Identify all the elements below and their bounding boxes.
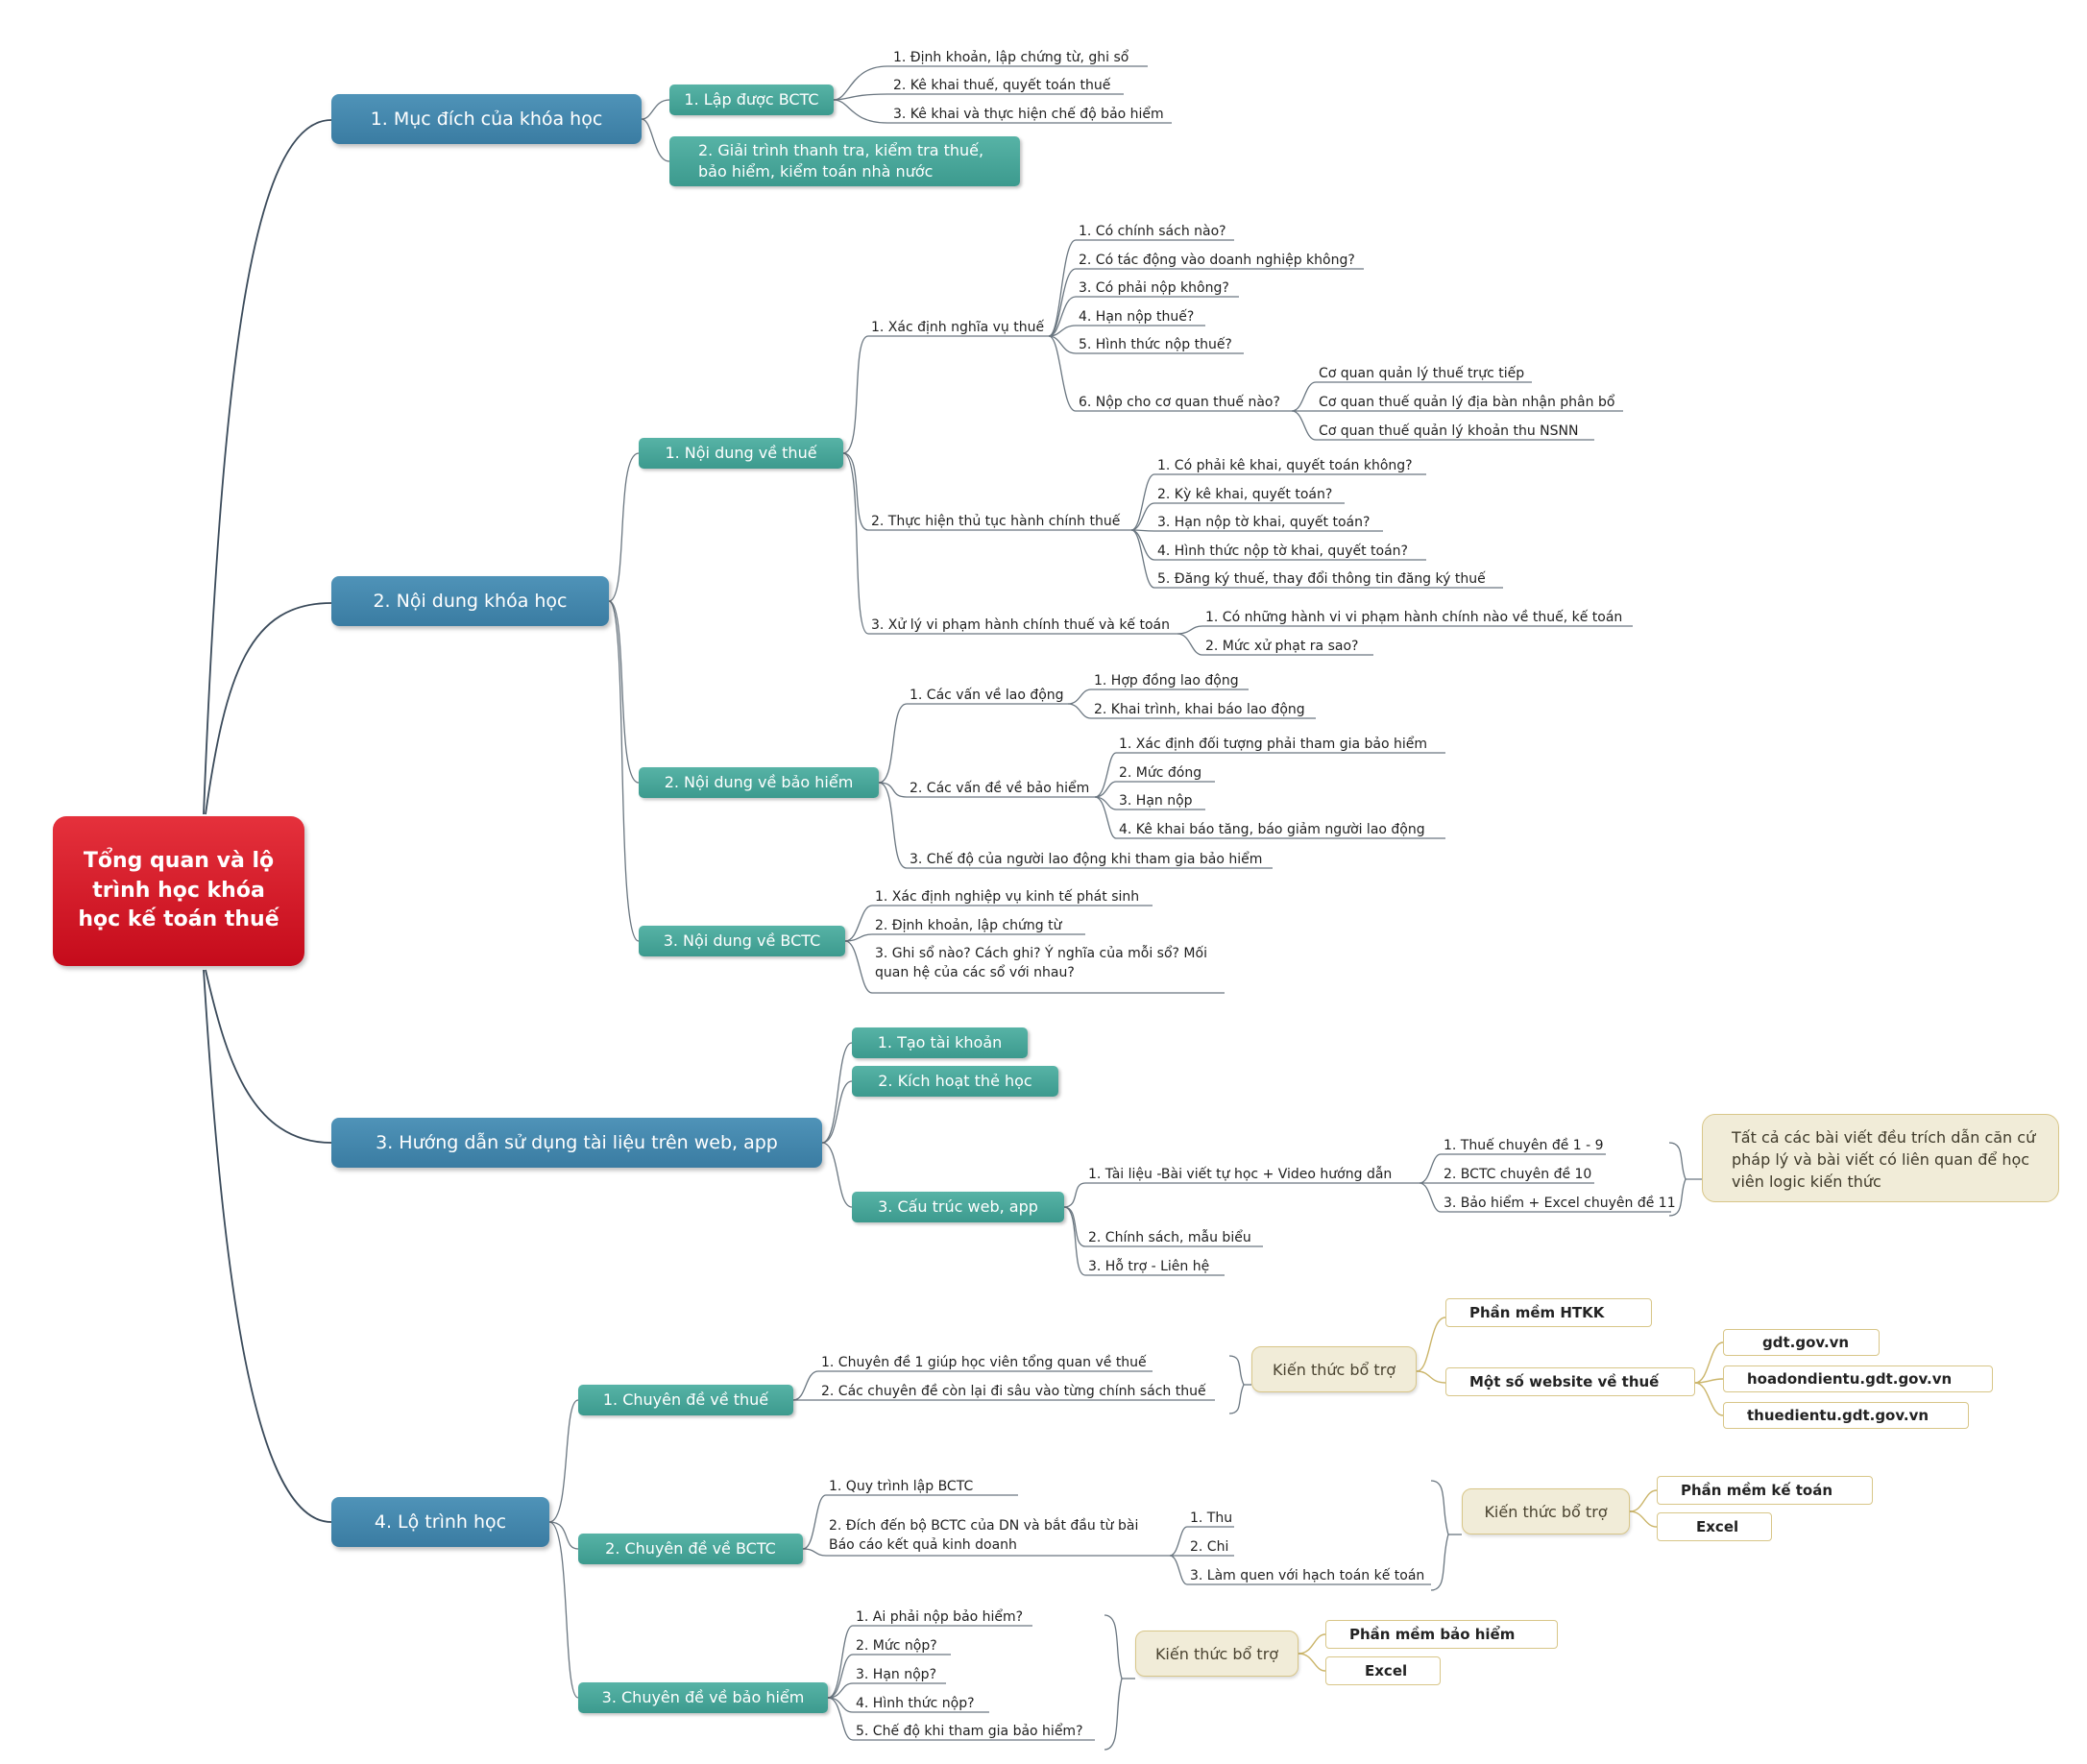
leaf-text: 1. Xác định đối tượng phải tham gia bảo … — [1119, 737, 1428, 752]
leaf-text: 1. Tài liệu -Bài viết tự học + Video hướ… — [1088, 1167, 1393, 1182]
leaf-text: 2. Mức đóng — [1119, 765, 1202, 781]
leaf-text: 2. Mức nộp? — [856, 1638, 937, 1654]
leaf-text: 2. Chi — [1190, 1539, 1229, 1555]
leaf-text: 1. Xác định nghiệp vụ kinh tế phát sinh — [875, 889, 1140, 905]
software-excel[interactable]: Excel — [1325, 1656, 1441, 1685]
leaf-text: 1. Thu — [1190, 1510, 1233, 1526]
topic-chuyen-de-bao-hiem[interactable]: 3. Chuyên đề về bảo hiểm — [578, 1682, 828, 1713]
leaf-text: 1. Định khoản, lập chứng từ, ghi sổ — [893, 50, 1129, 65]
software-htkk[interactable]: Phần mềm HTKK — [1445, 1298, 1652, 1327]
leaf-text: 1. Có chính sách nào? — [1079, 224, 1226, 239]
topic-chuyen-de-thue[interactable]: 1. Chuyên đề về thuế — [578, 1385, 793, 1415]
software-accounting[interactable]: Phần mềm kế toán — [1657, 1476, 1873, 1505]
website-link[interactable]: gdt.gov.vn — [1723, 1329, 1880, 1356]
leaf-text: 3. Hạn nộp — [1119, 793, 1193, 809]
leaf-text: 2. Đích đến bộ BCTC của DN và bắt đầu từ… — [829, 1518, 1139, 1553]
leaf-text: Cơ quan quản lý thuế trực tiếp — [1319, 366, 1525, 381]
software-insurance[interactable]: Phần mềm bảo hiểm — [1325, 1620, 1558, 1649]
leaf-text: 6. Nộp cho cơ quan thuế nào? — [1079, 395, 1280, 410]
supplementary-knowledge-node[interactable]: Kiến thức bổ trợ — [1462, 1488, 1630, 1534]
leaf-text: 2. BCTC chuyên đề 10 — [1444, 1167, 1592, 1182]
root-topic[interactable]: Tổng quan và lộ trình học khóa học kế to… — [53, 816, 304, 966]
leaf-text: 1. Hợp đồng lao động — [1094, 673, 1239, 689]
leaf-text: 3. Có phải nộp không? — [1079, 280, 1229, 296]
leaf-text: 2. Kỳ kê khai, quyết toán? — [1157, 487, 1333, 502]
leaf-text: 1. Có những hành vi vi phạm hành chính n… — [1205, 610, 1623, 625]
leaf-text: 1. Quy trình lập BCTC — [829, 1479, 974, 1494]
website-link[interactable]: hoadondientu.gdt.gov.vn — [1723, 1365, 1993, 1392]
leaf-text: 3. Xử lý vi phạm hành chính thuế và kế t… — [871, 617, 1170, 633]
leaf-text: 3. Kê khai và thực hiện chế độ bảo hiểm — [893, 107, 1164, 122]
leaf-text: 2. Thực hiện thủ tục hành chính thuế — [871, 514, 1121, 529]
leaf-text: 3. Hạn nộp? — [856, 1667, 936, 1682]
topic-noi-dung-bctc[interactable]: 3. Nội dung về BCTC — [639, 926, 845, 956]
leaf-text: 3. Ghi sổ nào? Cách ghi? Ý nghĩa của mỗi… — [875, 946, 1207, 980]
note-callout[interactable]: Tất cả các bài viết đều trích dẫn căn cứ… — [1702, 1114, 2059, 1202]
leaf-text: 1. Ai phải nộp bảo hiểm? — [856, 1609, 1024, 1625]
branch-usage-guide[interactable]: 3. Hướng dẫn sử dụng tài liệu trên web, … — [331, 1118, 822, 1168]
branch-course-purpose[interactable]: 1. Mục đích của khóa học — [331, 94, 642, 144]
leaf-text: 3. Làm quen với hạch toán kế toán — [1190, 1568, 1425, 1583]
branch-course-content[interactable]: 2. Nội dung khóa học — [331, 576, 609, 626]
leaf-text: 5. Chế độ khi tham gia bảo hiểm? — [856, 1724, 1083, 1739]
topic-tao-tai-khoan[interactable]: 1. Tạo tài khoản — [852, 1027, 1028, 1058]
leaf-text: 4. Hạn nộp thuế? — [1079, 309, 1195, 325]
leaf-text: 3. Chế độ của người lao động khi tham gi… — [910, 852, 1263, 867]
leaf-text: Cơ quan thuế quản lý địa bàn nhận phân b… — [1319, 395, 1615, 410]
leaf-text: 2. Có tác động vào doanh nghiệp không? — [1079, 253, 1355, 268]
topic-lap-bctc[interactable]: 1. Lập được BCTC — [669, 85, 834, 115]
leaf-text: 1. Xác định nghĩa vụ thuế — [871, 320, 1045, 335]
website-link[interactable]: thuedientu.gdt.gov.vn — [1723, 1402, 1969, 1429]
tax-websites[interactable]: Một số website về thuế — [1445, 1367, 1695, 1396]
leaf-text: 2. Định khoản, lập chứng từ — [875, 918, 1062, 933]
leaf-text: 5. Đăng ký thuế, thay đổi thông tin đăng… — [1157, 571, 1486, 587]
leaf-text: 1. Chuyên đề 1 giúp học viên tổng quan v… — [821, 1355, 1147, 1370]
leaf-text: 2. Các chuyên đề còn lại đi sâu vào từng… — [821, 1384, 1206, 1399]
leaf-text: 3. Bảo hiểm + Excel chuyên đề 11 — [1444, 1196, 1676, 1211]
leaf-text: 3. Hạn nộp tờ khai, quyết toán? — [1157, 515, 1371, 530]
supplementary-knowledge-node[interactable]: Kiến thức bổ trợ — [1251, 1346, 1417, 1392]
topic-kich-hoat-the-hoc[interactable]: 2. Kích hoạt thẻ học — [852, 1066, 1058, 1097]
leaf-text: 1. Các vấn về lao động — [910, 688, 1064, 703]
leaf-text: 1. Có phải kê khai, quyết toán không? — [1157, 458, 1413, 473]
topic-noi-dung-bao-hiem[interactable]: 2. Nội dung về bảo hiểm — [639, 767, 879, 798]
topic-cau-truc-web-app[interactable]: 3. Cấu trúc web, app — [852, 1192, 1064, 1222]
topic-noi-dung-thue[interactable]: 1. Nội dung về thuế — [639, 438, 843, 469]
leaf-text: 5. Hình thức nộp thuế? — [1079, 337, 1232, 352]
leaf-text: 2. Chính sách, mẫu biểu — [1088, 1230, 1251, 1245]
topic-giai-trinh[interactable]: 2. Giải trình thanh tra, kiểm tra thuế, … — [669, 136, 1020, 186]
leaf-text: 2. Khai trình, khai báo lao động — [1094, 702, 1305, 717]
leaf-text: 4. Hình thức nộp? — [856, 1696, 975, 1711]
leaf-text: 1. Thuế chuyên đề 1 - 9 — [1444, 1138, 1604, 1153]
topic-chuyen-de-bctc[interactable]: 2. Chuyên đề về BCTC — [578, 1534, 803, 1564]
leaf-text: 2. Mức xử phạt ra sao? — [1205, 639, 1359, 654]
branch-study-roadmap[interactable]: 4. Lộ trình học — [331, 1497, 549, 1547]
leaf-text: 3. Hỗ trợ - Liên hệ — [1088, 1259, 1210, 1274]
software-excel[interactable]: Excel — [1657, 1512, 1772, 1541]
leaf-text: 4. Kê khai báo tăng, báo giảm người lao … — [1119, 822, 1425, 837]
leaf-text: 2. Kê khai thuế, quyết toán thuế — [893, 78, 1111, 93]
leaf-text: 4. Hình thức nộp tờ khai, quyết toán? — [1157, 544, 1408, 559]
leaf-text: Cơ quan thuế quản lý khoản thu NSNN — [1319, 423, 1579, 439]
leaf-text: 2. Các vấn đề về bảo hiểm — [910, 781, 1090, 796]
supplementary-knowledge-node[interactable]: Kiến thức bổ trợ — [1135, 1631, 1298, 1677]
